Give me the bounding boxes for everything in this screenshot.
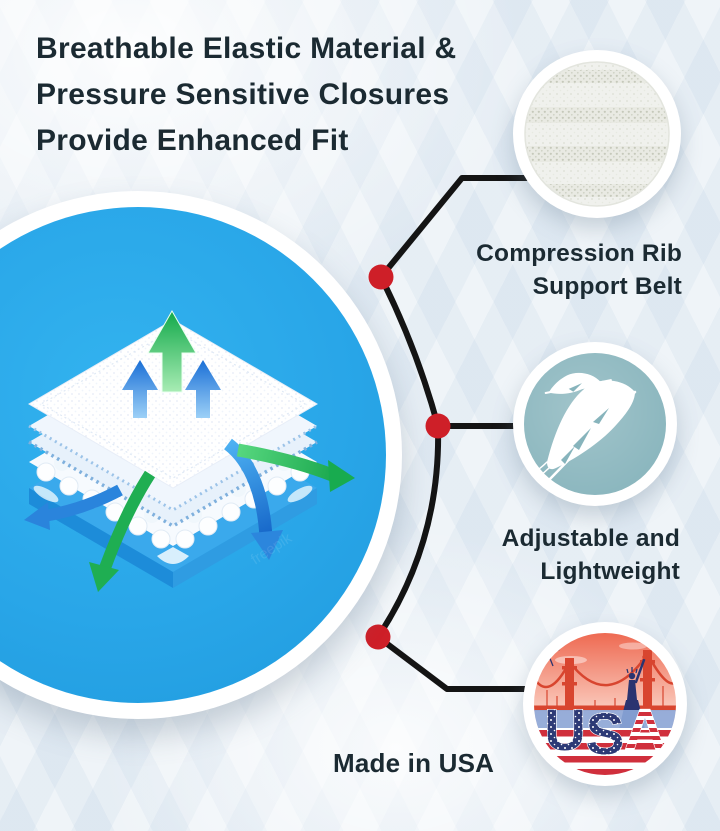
fabric-texture-image <box>524 61 670 207</box>
tray-edge-right <box>173 488 317 588</box>
callout-label-line: Made in USA <box>333 748 495 778</box>
big-feather <box>533 380 637 482</box>
green-flow-arrow-downleft <box>99 470 156 571</box>
callout-circle-usa: U S A <box>523 622 687 786</box>
usa-letter-u: U <box>544 698 586 763</box>
callout-label-line: Lightweight <box>540 558 680 585</box>
usa-letter-s: S <box>586 702 625 767</box>
connector-segment-arc2 <box>375 423 442 640</box>
usa-collage-image: U S A <box>534 633 676 775</box>
connector-segment-arc1 <box>378 274 441 429</box>
callout-label-lightweight: Adjustable and Lightweight <box>502 522 680 588</box>
connector-node-1 <box>368 264 394 290</box>
blue-flow-arrow-left <box>42 484 123 522</box>
callout-label-usa: Made in USA <box>333 747 494 780</box>
callout-label-compression: Compression Rib Support Belt <box>476 237 682 303</box>
title-line-2: Pressure Sensitive Closures <box>36 78 450 111</box>
blue-up-arrow-right <box>185 360 221 418</box>
green-up-arrow <box>147 309 197 393</box>
title-line-3: Provide Enhanced Fit <box>36 124 349 157</box>
callout-label-line: Support Belt <box>532 273 682 300</box>
usa-letter-a: A <box>624 698 666 763</box>
feathers-image <box>524 353 666 495</box>
callout-circle-lightweight <box>513 342 677 506</box>
page-title: Breathable Elastic Material & Pressure S… <box>36 26 457 164</box>
title-line-1: Breathable Elastic Material & <box>36 32 457 65</box>
blue-flow-arrow-down <box>223 438 273 539</box>
layered-material-illustration: freepik freepik <box>24 309 355 592</box>
connector-segment-top <box>378 175 532 280</box>
golden-gate-bridge <box>534 650 676 711</box>
callout-label-line: Adjustable and <box>501 525 680 552</box>
callout-circle-compression <box>513 50 681 218</box>
blue-up-arrow-left <box>122 360 158 418</box>
hero-circle-inner: freepik freepik <box>0 207 386 703</box>
connector-node-3 <box>365 624 391 650</box>
green-flow-arrow-right <box>236 443 335 482</box>
small-feather <box>544 372 612 394</box>
callout-label-line: Compression Rib <box>476 240 682 267</box>
connector-node-2 <box>425 413 451 439</box>
connector-segment-bottom <box>375 634 563 692</box>
